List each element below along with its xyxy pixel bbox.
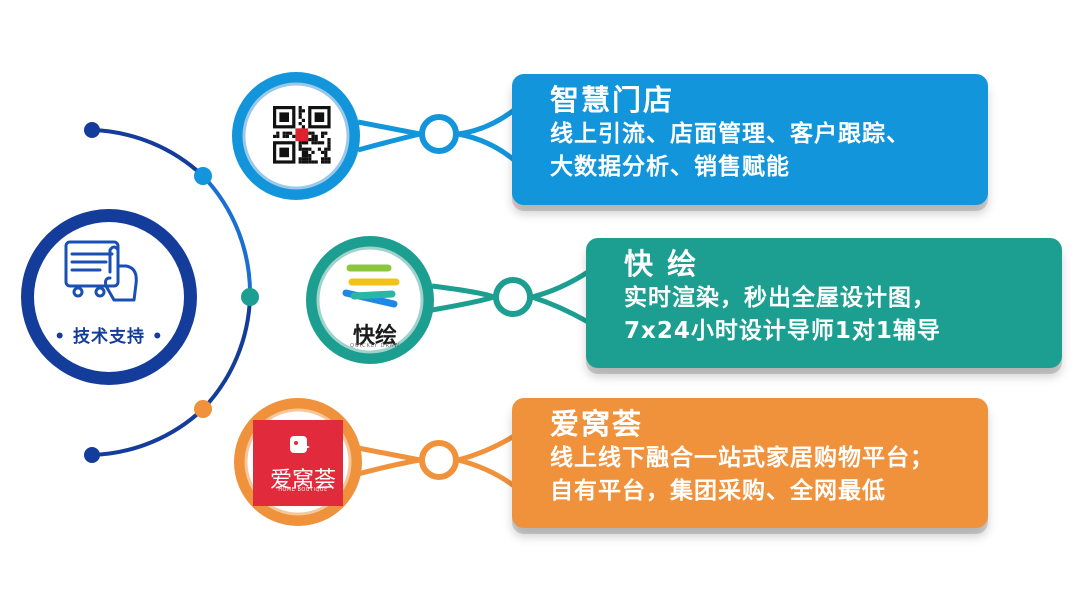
connector-2 [431,269,590,325]
qr-code-icon [270,103,334,167]
card-line: 实时渲染，秒出全屋设计图， [624,285,936,311]
card-kuaihui: 快 绘 实时渲染，秒出全屋设计图， 7x24小时设计导师1对1辅导 [586,238,1062,368]
arc-end-dot-top [84,122,100,138]
aiwohui-logo-subtitle: HOME BOUTIQUE [278,487,328,493]
card-line: 大数据分析、销售赋能 [550,154,790,180]
card-line: 7x24小时设计导师1对1辅导 [624,318,941,344]
hub-node [21,209,197,385]
kuaihui-mark-icon [342,264,400,308]
arc-end-dot-bottom [84,447,100,463]
connector-1 [357,108,516,162]
aiwohui-logo-name: 爱窝荟 [269,468,336,493]
kuaihui-logo-name: 快绘 [352,324,397,349]
kuaihui-logo-subtitle: QUICKLY DRAW [350,343,400,349]
card-smart-store: 智慧门店 线上引流、店面管理、客户跟踪、 大数据分析、销售赋能 [512,74,988,205]
card-title: 爱窝荟 [550,407,644,441]
connector-arc [84,122,259,463]
card-title: 智慧门店 [550,83,675,117]
card-title: 快 绘 [624,247,699,281]
card-aiwohui: 爱窝荟 线上线下融合一站式家居购物平台； 自有平台，集团采购、全网最低 [512,398,988,528]
card-line: 自有平台，集团采购、全网最低 [550,478,886,504]
card-line: 线上引流、店面管理、客户跟踪、 [550,121,910,147]
arc-dot-blue [194,167,212,185]
arc-dot-orange [194,400,212,418]
card-line: 线上线下融合一站式家居购物平台； [550,445,934,471]
connector-3 [357,433,516,489]
arc-dot-teal [241,288,259,306]
bird-icon [290,436,310,453]
aiwohui-logo-bg [253,420,343,506]
cart-hand-icon [64,240,138,302]
hub-label: • 技术支持 • [54,327,164,347]
